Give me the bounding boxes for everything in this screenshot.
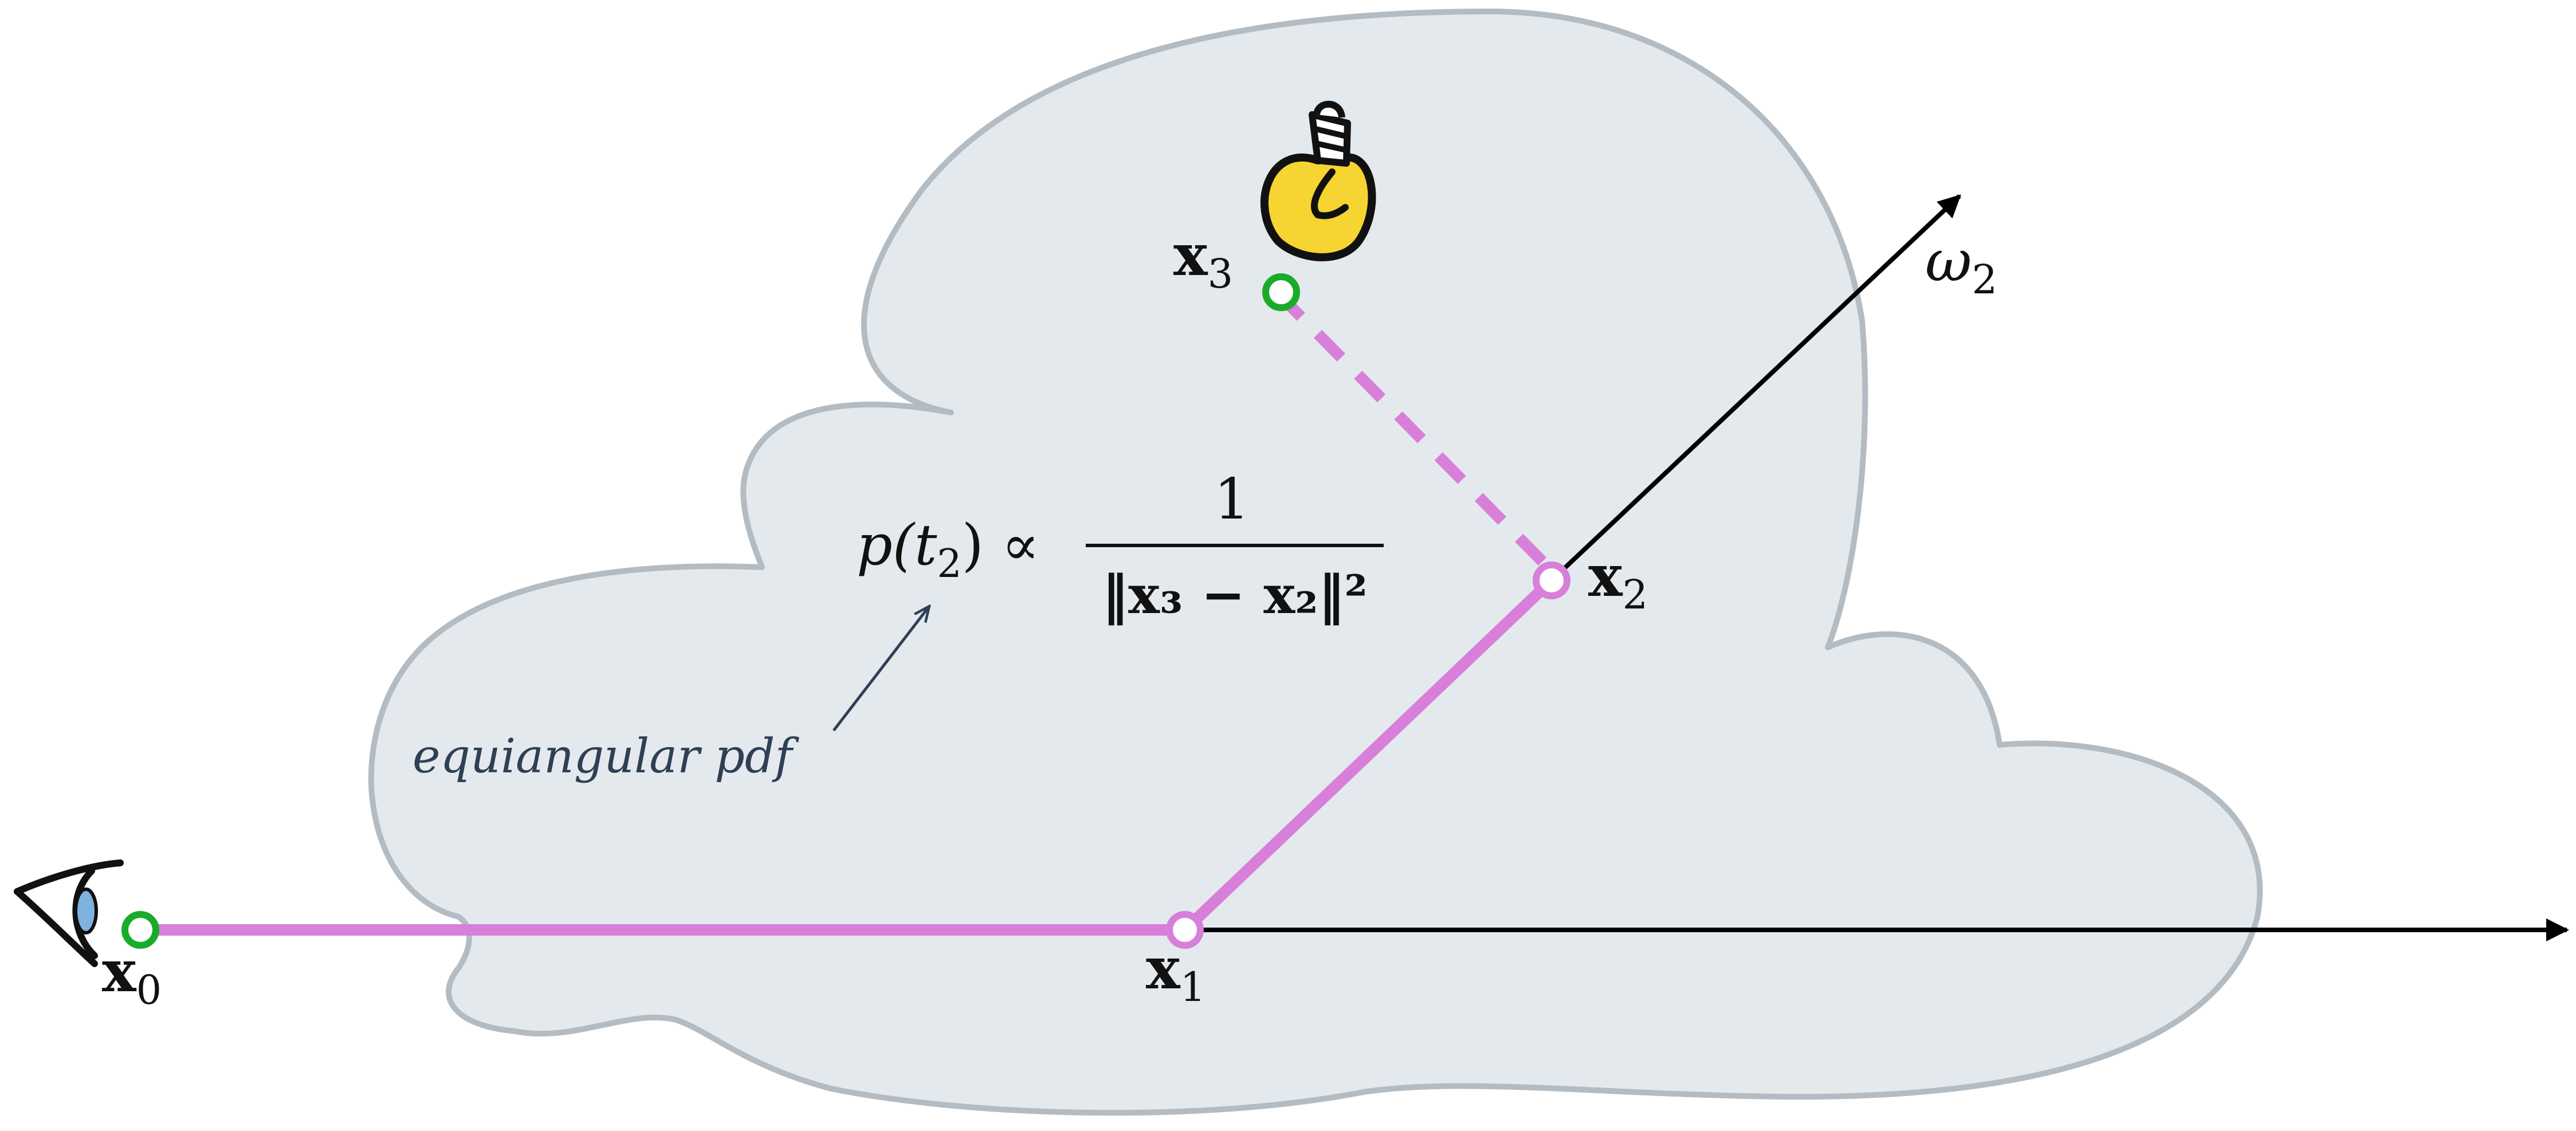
formula-numerator: 1 — [1214, 467, 1250, 532]
formula-denominator: ‖x₃ − x₂‖² — [1102, 564, 1368, 626]
vertex-x3 — [1266, 277, 1297, 308]
annotation-equiangular-pdf: equiangular pdf — [413, 729, 799, 784]
label-omega2: ω2 — [1925, 227, 1997, 303]
label-x0: x0 — [102, 937, 162, 1014]
vertex-x2 — [1536, 565, 1567, 596]
